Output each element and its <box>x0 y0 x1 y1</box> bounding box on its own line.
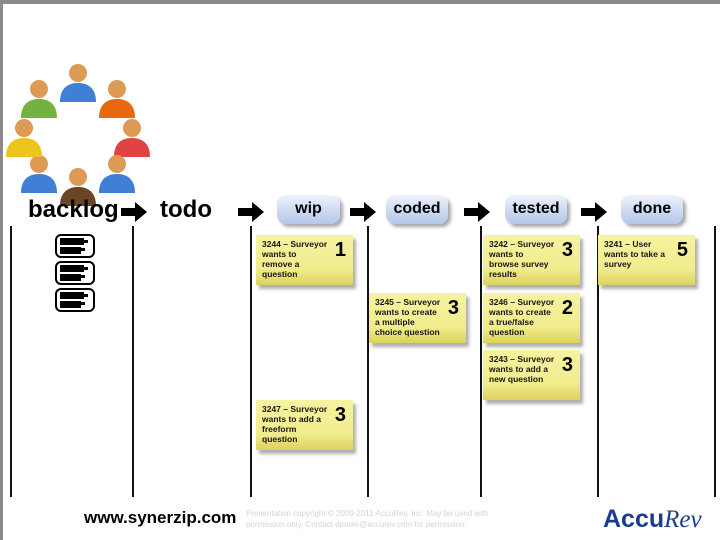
lane-divider <box>367 226 369 497</box>
story-card-text: 3241 – User wants to take a survey <box>604 239 665 269</box>
lane-divider <box>480 226 482 497</box>
story-card-points: 5 <box>676 239 688 261</box>
person-icon <box>5 117 43 157</box>
story-card-points: 3 <box>561 354 573 376</box>
story-card-points: 3 <box>447 297 459 319</box>
person-icon <box>59 166 97 206</box>
flow-arrow-icon <box>121 202 147 222</box>
story-card: 3246 – Surveyor wants to create a true/f… <box>483 293 580 343</box>
story-card-text: 3243 – Surveyor wants to add a new quest… <box>489 354 555 384</box>
lane-divider <box>250 226 252 497</box>
backlog-card-icon <box>55 234 95 258</box>
story-card: 3244 – Surveyor wants to remove a questi… <box>256 235 353 285</box>
flow-arrow-icon <box>238 202 264 222</box>
accurev-logo: AccuRev <box>603 505 702 534</box>
backlog-card-icon <box>55 288 95 312</box>
story-card: 3241 – User wants to take a survey 5 <box>598 235 695 285</box>
flow-arrow-icon <box>350 202 376 222</box>
story-card-points: 3 <box>561 239 573 261</box>
story-card-points: 3 <box>334 404 346 426</box>
story-card-text: 3247 – Surveyor wants to add a freeform … <box>262 404 328 444</box>
copyright-text: Presentation copyright © 2009-2011 AccuR… <box>246 508 489 530</box>
lane-divider <box>10 226 12 497</box>
story-card-text: 3242 – Surveyor wants to browse survey r… <box>489 239 555 279</box>
lane-divider <box>132 226 134 497</box>
flow-arrow-icon <box>464 202 490 222</box>
person-icon <box>113 117 151 157</box>
person-icon <box>98 78 136 118</box>
person-icon <box>20 78 58 118</box>
column-header-wip: wip <box>277 195 340 224</box>
column-header-tested: tested <box>505 195 567 224</box>
story-card-text: 3245 – Surveyor wants to create a multip… <box>375 297 441 337</box>
story-card-points: 2 <box>561 297 573 319</box>
story-card: 3242 – Surveyor wants to browse survey r… <box>483 235 580 285</box>
story-card: 3243 – Surveyor wants to add a new quest… <box>483 350 580 400</box>
lane-divider <box>597 226 599 497</box>
top-border <box>0 0 720 4</box>
story-card-text: 3244 – Surveyor wants to remove a questi… <box>262 239 328 279</box>
column-header-coded: coded <box>386 195 448 224</box>
left-border <box>0 0 3 540</box>
backlog-card-icon <box>55 261 95 285</box>
copyright-line1: Presentation copyright © 2009-2011 AccuR… <box>246 509 489 518</box>
story-card-points: 1 <box>334 239 346 261</box>
team-circle-icon <box>0 55 160 206</box>
story-card: 3247 – Surveyor wants to add a freeform … <box>256 400 353 450</box>
copyright-line2: permission only. Contact dpoole@accurev.… <box>246 520 467 529</box>
story-card: 3245 – Surveyor wants to create a multip… <box>369 293 466 343</box>
lane-divider <box>714 226 716 497</box>
story-card-text: 3246 – Surveyor wants to create a true/f… <box>489 297 555 337</box>
person-icon <box>20 153 58 193</box>
person-icon <box>98 153 136 193</box>
accurev-logo-accu: Accu <box>603 505 665 533</box>
column-header-done: done <box>621 195 683 224</box>
website-text: www.synerzip.com <box>84 508 237 527</box>
column-header-todo: todo <box>160 196 212 223</box>
person-icon <box>59 62 97 102</box>
flow-arrow-icon <box>581 202 607 222</box>
column-header-backlog: backlog <box>28 196 119 223</box>
accurev-logo-rev: Rev <box>664 506 702 533</box>
